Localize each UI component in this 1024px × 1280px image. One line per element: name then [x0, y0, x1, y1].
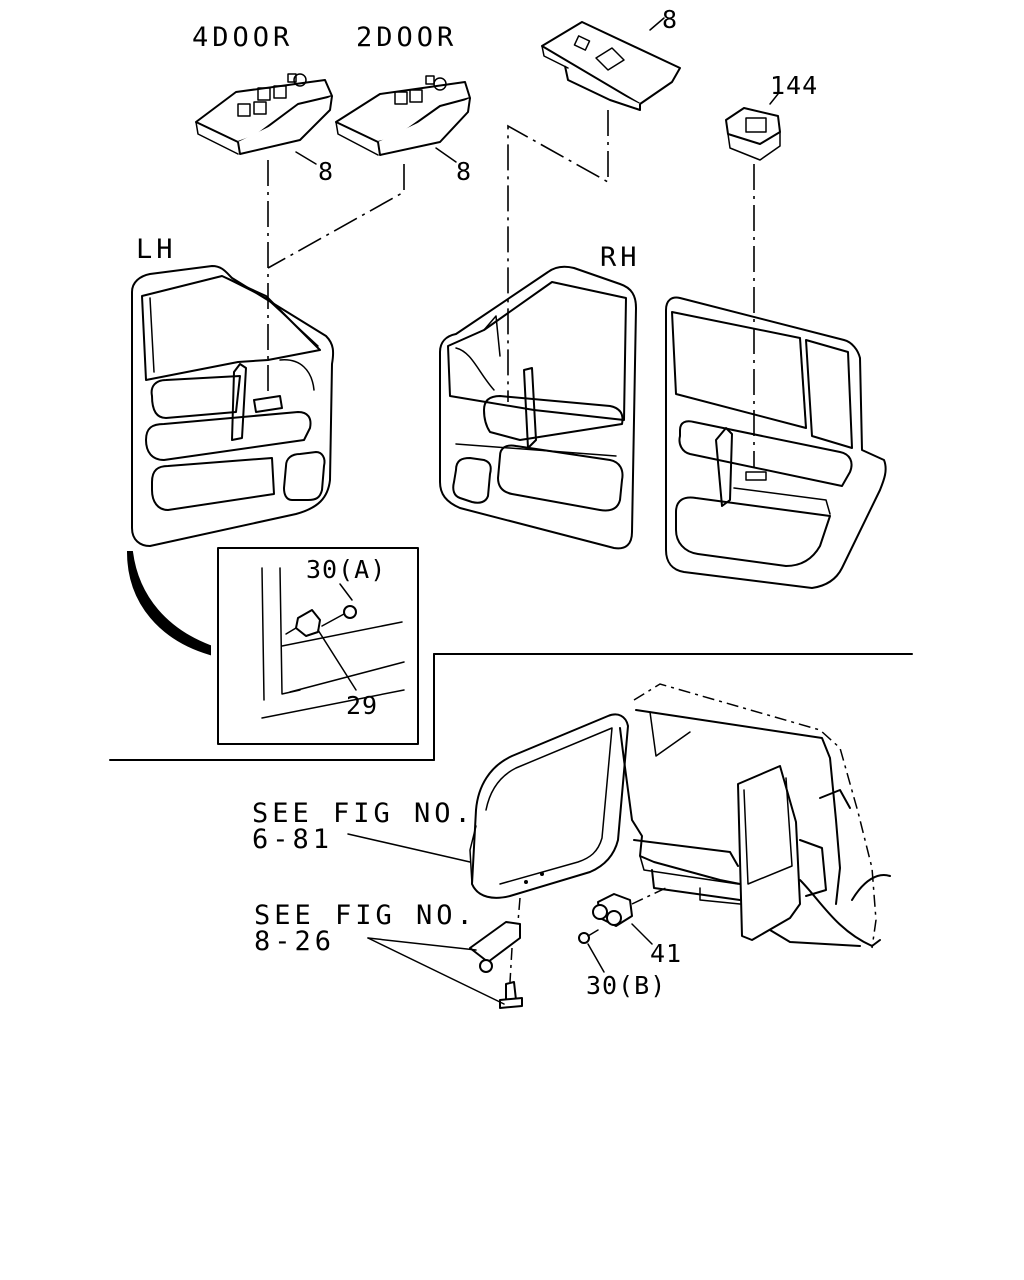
label-part-8-c: 8 — [662, 5, 678, 34]
courtesy-switch — [578, 885, 671, 944]
switch-rear — [725, 107, 781, 161]
label-part-144: 144 — [770, 71, 818, 100]
label-rh: RH — [600, 242, 641, 273]
tailgate-door — [469, 713, 629, 899]
switch-rh-front — [541, 21, 681, 111]
tailgate-hinge — [469, 897, 523, 1009]
detail-box — [217, 547, 419, 745]
label-4door: 4DOOR — [192, 22, 293, 53]
label-part-29: 29 — [346, 691, 378, 720]
label-see-fig-1-number: 6-81 — [252, 824, 333, 855]
label-2door: 2DOOR — [356, 22, 457, 53]
switch-4door — [195, 73, 333, 155]
switch-2door — [335, 75, 471, 156]
lh-door — [131, 265, 335, 547]
detail-arrow — [126, 551, 211, 656]
vehicle-rear — [619, 683, 891, 949]
rh-rear-door — [665, 296, 887, 589]
label-part-30a: 30(A) — [306, 555, 386, 584]
label-part-41: 41 — [650, 939, 682, 968]
label-see-fig-2-number: 8-26 — [254, 926, 335, 957]
label-see-fig-1: SEE FIG NO. — [252, 798, 475, 829]
label-see-fig-2: SEE FIG NO. — [254, 900, 477, 931]
label-part-8-a: 8 — [318, 157, 334, 186]
label-lh: LH — [136, 234, 177, 265]
label-part-30b: 30(B) — [586, 971, 666, 1000]
rh-front-door — [439, 265, 637, 550]
label-part-8-b: 8 — [456, 157, 472, 186]
